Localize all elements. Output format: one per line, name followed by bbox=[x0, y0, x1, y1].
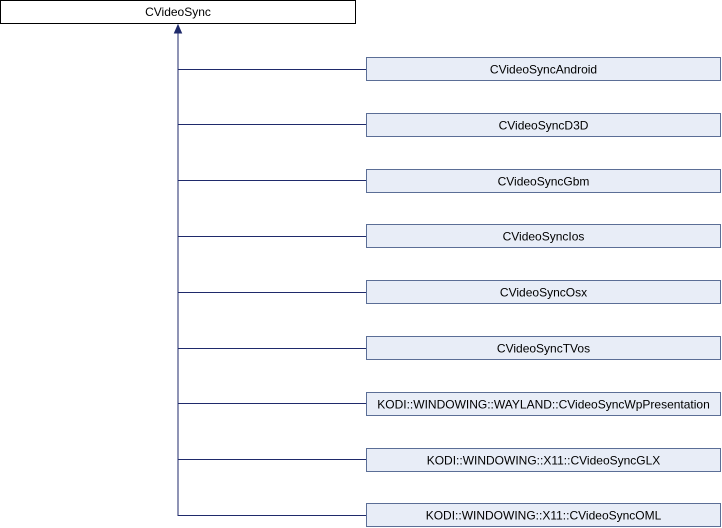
derived-class-node[interactable]: CVideoSyncAndroid bbox=[366, 57, 721, 81]
derived-class-node[interactable]: CVideoSyncGbm bbox=[366, 169, 721, 193]
edges-group bbox=[173, 23, 367, 516]
derived-class-node[interactable]: KODI::WINDOWING::X11::CVideoSyncOML bbox=[366, 503, 721, 527]
inheritance-arrowhead-icon bbox=[173, 23, 183, 34]
derived-class-label: CVideoSyncIos bbox=[503, 230, 585, 244]
derived-class-node[interactable]: KODI::WINDOWING::WAYLAND::CVideoSyncWpPr… bbox=[366, 392, 721, 416]
base-class-label: CVideoSync bbox=[145, 5, 211, 19]
derived-class-label: CVideoSyncGbm bbox=[498, 175, 590, 189]
derived-class-label: KODI::WINDOWING::X11::CVideoSyncGLX bbox=[427, 454, 661, 468]
derived-class-box[interactable] bbox=[366, 57, 721, 81]
derived-class-node[interactable]: KODI::WINDOWING::X11::CVideoSyncGLX bbox=[366, 448, 721, 472]
derived-class-label: CVideoSyncTVos bbox=[497, 342, 590, 356]
derived-class-box[interactable] bbox=[366, 169, 721, 193]
derived-class-label: CVideoSyncD3D bbox=[499, 119, 589, 133]
derived-class-node[interactable]: CVideoSyncIos bbox=[366, 224, 721, 248]
base-class-node[interactable]: CVideoSync bbox=[0, 0, 356, 24]
derived-class-node[interactable]: CVideoSyncOsx bbox=[366, 280, 721, 304]
derived-class-label: CVideoSyncAndroid bbox=[490, 63, 597, 77]
derived-class-box[interactable] bbox=[366, 503, 721, 527]
base-class-box[interactable] bbox=[0, 0, 356, 24]
derived-class-box[interactable] bbox=[366, 336, 721, 360]
derived-class-box[interactable] bbox=[366, 280, 721, 304]
derived-class-box[interactable] bbox=[366, 392, 721, 416]
derived-class-box[interactable] bbox=[366, 448, 721, 472]
derived-class-label: KODI::WINDOWING::WAYLAND::CVideoSyncWpPr… bbox=[377, 398, 710, 412]
derived-class-box[interactable] bbox=[366, 224, 721, 248]
derived-class-label: KODI::WINDOWING::X11::CVideoSyncOML bbox=[426, 509, 662, 523]
derived-class-node[interactable]: CVideoSyncD3D bbox=[366, 113, 721, 137]
derived-class-node[interactable]: CVideoSyncTVos bbox=[366, 336, 721, 360]
derived-class-box[interactable] bbox=[366, 113, 721, 137]
derived-class-label: CVideoSyncOsx bbox=[500, 286, 587, 300]
